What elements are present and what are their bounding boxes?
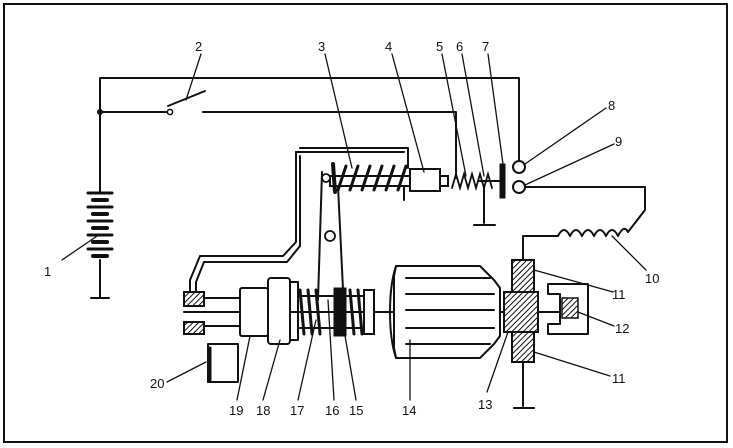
leader-lines xyxy=(61,53,647,401)
label-14: 14 xyxy=(402,403,416,418)
terminal-8 xyxy=(512,160,526,174)
label-11-bottom: 11 xyxy=(612,371,626,386)
part-labels: 1 2 3 4 5 6 7 8 9 10 11 12 11 13 14 15 1… xyxy=(44,39,659,418)
pinion xyxy=(239,287,269,337)
label-19: 19 xyxy=(229,403,243,418)
label-1: 1 xyxy=(44,264,51,279)
contact-disc xyxy=(499,163,506,199)
drive-assembly xyxy=(183,277,521,345)
label-18: 18 xyxy=(256,403,270,418)
wiring xyxy=(90,77,646,409)
flywheel-ring-gear xyxy=(207,343,239,383)
brush-top xyxy=(511,259,535,293)
label-10: 10 xyxy=(645,271,659,286)
roller-clutch xyxy=(267,277,291,345)
label-17: 17 xyxy=(290,403,304,418)
solenoid-coil xyxy=(331,162,408,201)
label-7: 7 xyxy=(482,39,489,54)
label-20: 20 xyxy=(150,376,164,391)
label-9: 9 xyxy=(615,134,622,149)
battery xyxy=(86,191,114,258)
label-4: 4 xyxy=(385,39,392,54)
terminal-9 xyxy=(512,180,526,194)
drive-spring xyxy=(298,288,364,336)
end-bearing xyxy=(547,283,589,335)
armature xyxy=(389,265,501,359)
ignition-switch xyxy=(166,90,206,116)
brush-bottom xyxy=(511,331,535,363)
label-15: 15 xyxy=(349,403,363,418)
label-6: 6 xyxy=(456,39,463,54)
label-3: 3 xyxy=(318,39,325,54)
diagram-frame xyxy=(3,3,728,443)
plunger xyxy=(409,168,441,192)
label-5: 5 xyxy=(436,39,443,54)
label-8: 8 xyxy=(608,98,615,113)
label-2: 2 xyxy=(195,39,202,54)
solenoid xyxy=(189,147,506,293)
label-13: 13 xyxy=(478,397,492,412)
label-16: 16 xyxy=(325,403,339,418)
label-11-top: 11 xyxy=(612,287,626,302)
label-12: 12 xyxy=(615,321,629,336)
field-winding xyxy=(557,227,629,237)
junction-dot xyxy=(97,109,103,115)
commutator xyxy=(503,259,561,363)
